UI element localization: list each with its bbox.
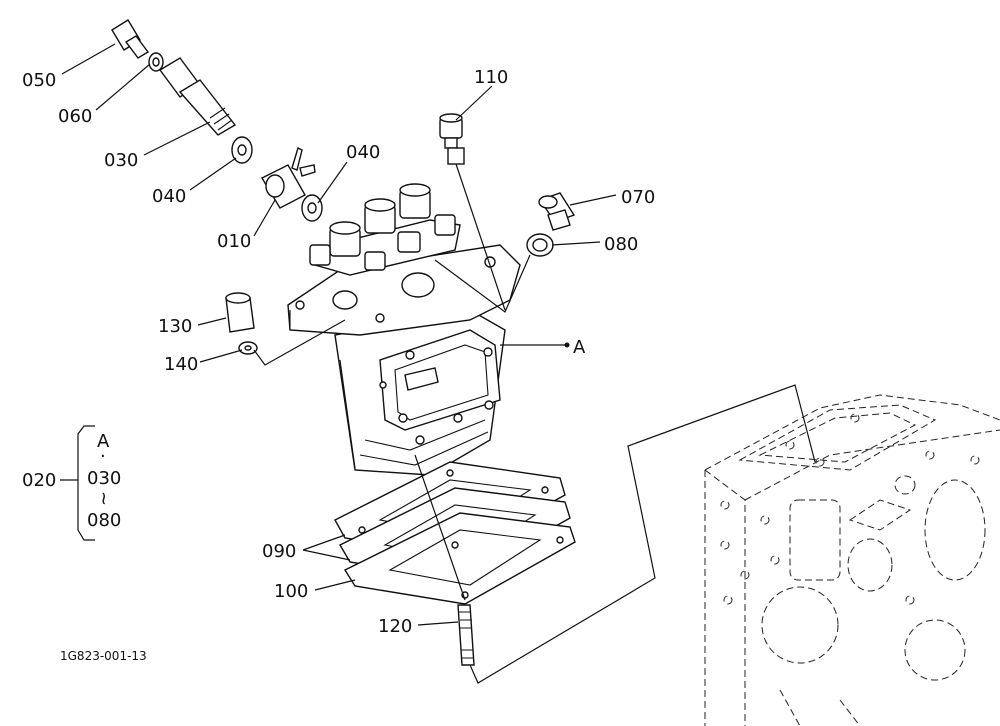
washer-060: [148, 52, 164, 72]
drawing-code: 1G823-001-13: [60, 649, 147, 663]
callout-090: 090: [262, 541, 296, 562]
callout-130: 130: [158, 316, 192, 337]
assembly-ref-020: 020: [22, 470, 56, 491]
washer-080: [526, 233, 554, 257]
callout-a: A: [573, 337, 586, 358]
stud-120: [457, 604, 475, 666]
gaskets-090-100: [334, 461, 576, 605]
alignment-lines: [253, 163, 816, 684]
washer-040-b: [301, 194, 323, 222]
callout-120: 120: [378, 616, 412, 637]
callout-110: 110: [474, 67, 508, 88]
hollow-bolt-030: [158, 57, 237, 136]
washer-140: [238, 341, 258, 355]
assembly-note-020: 020 A · 030 ~ 080: [22, 425, 121, 541]
engine-block-outline: [704, 394, 1000, 726]
bolt-110: [439, 113, 465, 165]
callout-080: 080: [604, 234, 638, 255]
banjo-bolt-050: [111, 19, 150, 59]
leader-lines: [61, 43, 617, 626]
callout-100: 100: [274, 581, 308, 602]
callout-040-b: 040: [346, 142, 380, 163]
assembly-line-a: A: [97, 431, 110, 452]
callout-140: 140: [164, 354, 198, 375]
delivery-valve-holders: [309, 183, 461, 276]
callout-050: 050: [22, 70, 56, 91]
reference-dot-a: [564, 342, 570, 348]
assembly-line-dot: ·: [100, 446, 106, 467]
callout-070: 070: [621, 187, 655, 208]
assembly-line-080: 080: [87, 510, 121, 531]
fitting-010: [261, 147, 316, 209]
callout-labels: 050 060 030 040 040 010 110 070 080 130 …: [22, 67, 655, 637]
callout-060: 060: [58, 106, 92, 127]
callout-030: 030: [104, 150, 138, 171]
callout-040-a: 040: [152, 186, 186, 207]
callout-010: 010: [217, 231, 251, 252]
injection-pump-body: [287, 244, 521, 476]
assembly-line-tilde: ~: [93, 491, 114, 506]
assembly-line-030: 030: [87, 468, 121, 489]
plug-070: [538, 192, 576, 231]
washer-040-a: [231, 136, 253, 164]
collar-130: [225, 292, 255, 333]
